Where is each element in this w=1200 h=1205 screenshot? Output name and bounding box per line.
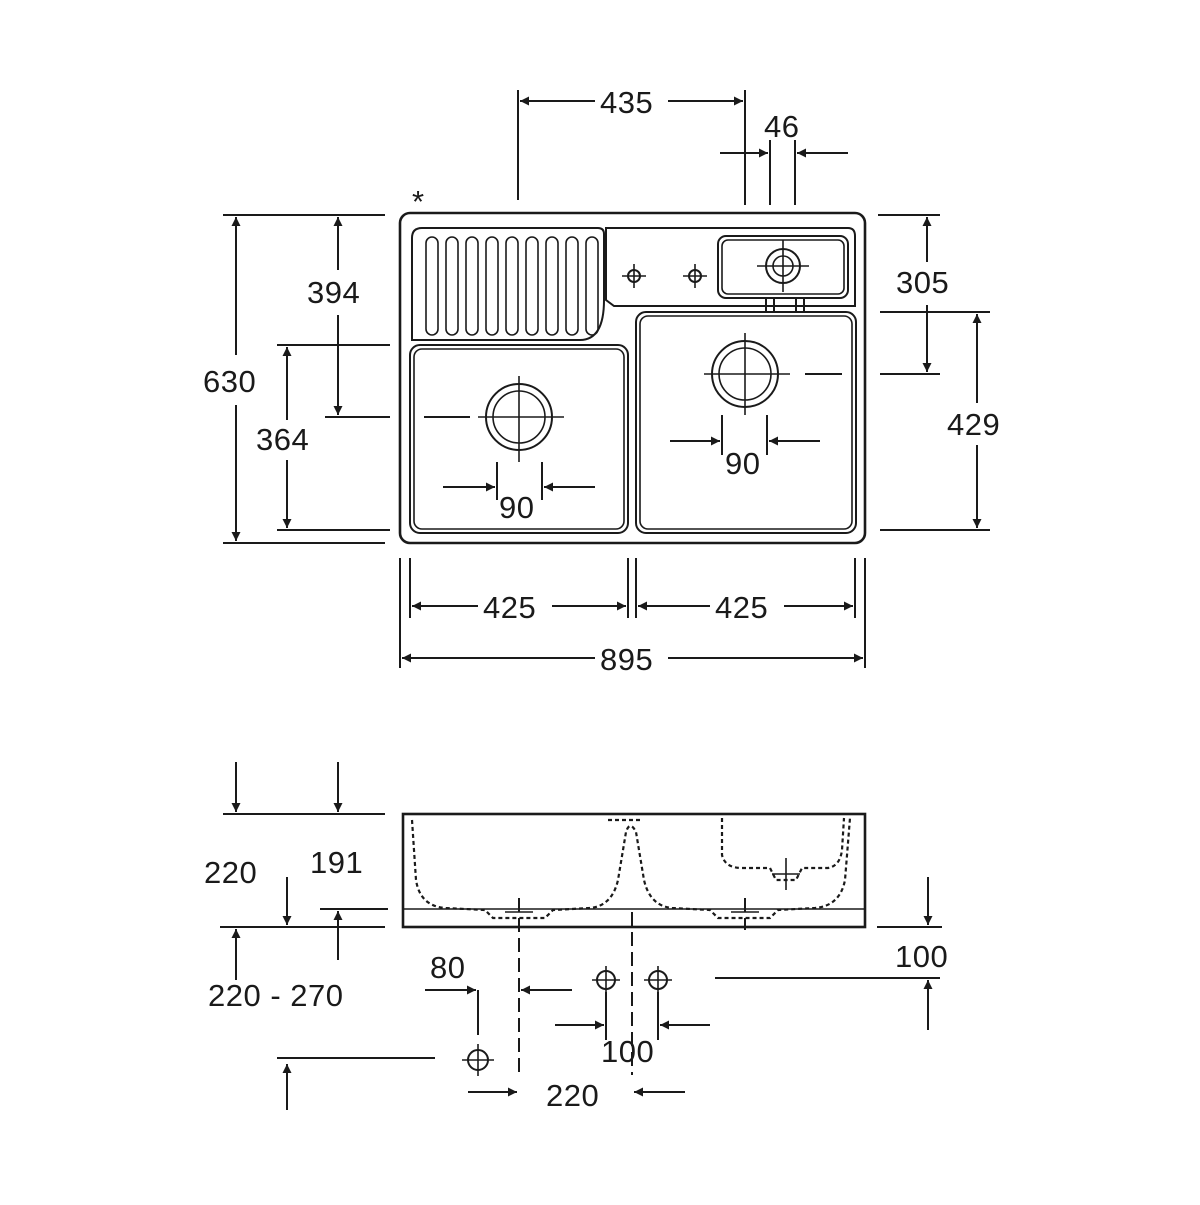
hidden-bowls [410, 817, 852, 920]
dimension-220-height: 220 [204, 762, 385, 928]
dimension-394: 394 [307, 217, 390, 418]
dimension-label: 895 [600, 642, 653, 677]
corner-mark: * [412, 184, 425, 219]
dimension-46: 46 [720, 109, 848, 205]
dimension-label: 191 [310, 845, 363, 880]
top-view: * 435 46 630 [203, 85, 1000, 677]
dimension-220-270: 220 - 270 [208, 911, 344, 1013]
sink-outline [398, 211, 867, 545]
dimension-label: 425 [715, 590, 768, 625]
dimension-90-right: 90 [670, 415, 820, 481]
drainboard-grooves [425, 236, 599, 336]
dimension-100-height: 100 [715, 877, 948, 1030]
dimension-label: 435 [600, 85, 653, 120]
dimension-191-depth: 191 [310, 762, 388, 910]
dimension-630: 630 [203, 214, 385, 544]
dimension-label: 630 [203, 364, 256, 399]
dimension-429: 429 [880, 311, 1000, 531]
dimension-label: 100 [601, 1034, 654, 1069]
tap-hole-front-icon-1 [592, 966, 620, 994]
dimension-label: 425 [483, 590, 536, 625]
dimension-label: 305 [896, 265, 949, 300]
right-drain-icon [704, 333, 842, 415]
dimension-425-left: 425 [399, 558, 629, 668]
hidden-small-basin [720, 817, 846, 882]
right-bowl [635, 311, 857, 534]
dimension-364: 364 [256, 344, 390, 531]
drainboard [411, 227, 605, 341]
dimension-label: 220 - 270 [208, 978, 344, 1013]
tap-hole-front-icon-2 [644, 966, 672, 994]
dimension-label: 90 [725, 446, 760, 481]
dimension-80: 80 [425, 950, 572, 1035]
dimension-895: 895 [402, 642, 863, 677]
dimension-label: 46 [764, 109, 799, 144]
dimension-label: 80 [430, 950, 465, 985]
dimension-label: 220 [546, 1078, 599, 1113]
waste-outlet-icon [277, 1044, 494, 1110]
dimension-305: 305 [878, 214, 949, 375]
dimension-label: 220 [204, 855, 257, 890]
tap-hole-icon-1 [622, 264, 646, 288]
dimension-425-right: 425 [635, 558, 866, 668]
sink-side-outline [401, 812, 867, 929]
small-basin [717, 235, 849, 299]
dimension-435: 435 [517, 85, 746, 205]
left-drain-icon [424, 376, 564, 462]
dimension-label: 364 [256, 422, 309, 457]
dimension-90-left: 90 [443, 462, 595, 525]
dimension-label: 100 [895, 939, 948, 974]
dimension-100-spacing: 100 [555, 992, 710, 1069]
dimension-220-offset: 220 [468, 1078, 685, 1113]
dimension-label: 394 [307, 275, 360, 310]
left-bowl [409, 344, 629, 534]
dimension-label: 429 [947, 407, 1000, 442]
dimension-label: 90 [499, 490, 534, 525]
tap-hole-icon-2 [683, 264, 707, 288]
tap-deck [605, 227, 856, 307]
side-view: 220 191 220 - 270 100 [204, 762, 948, 1113]
